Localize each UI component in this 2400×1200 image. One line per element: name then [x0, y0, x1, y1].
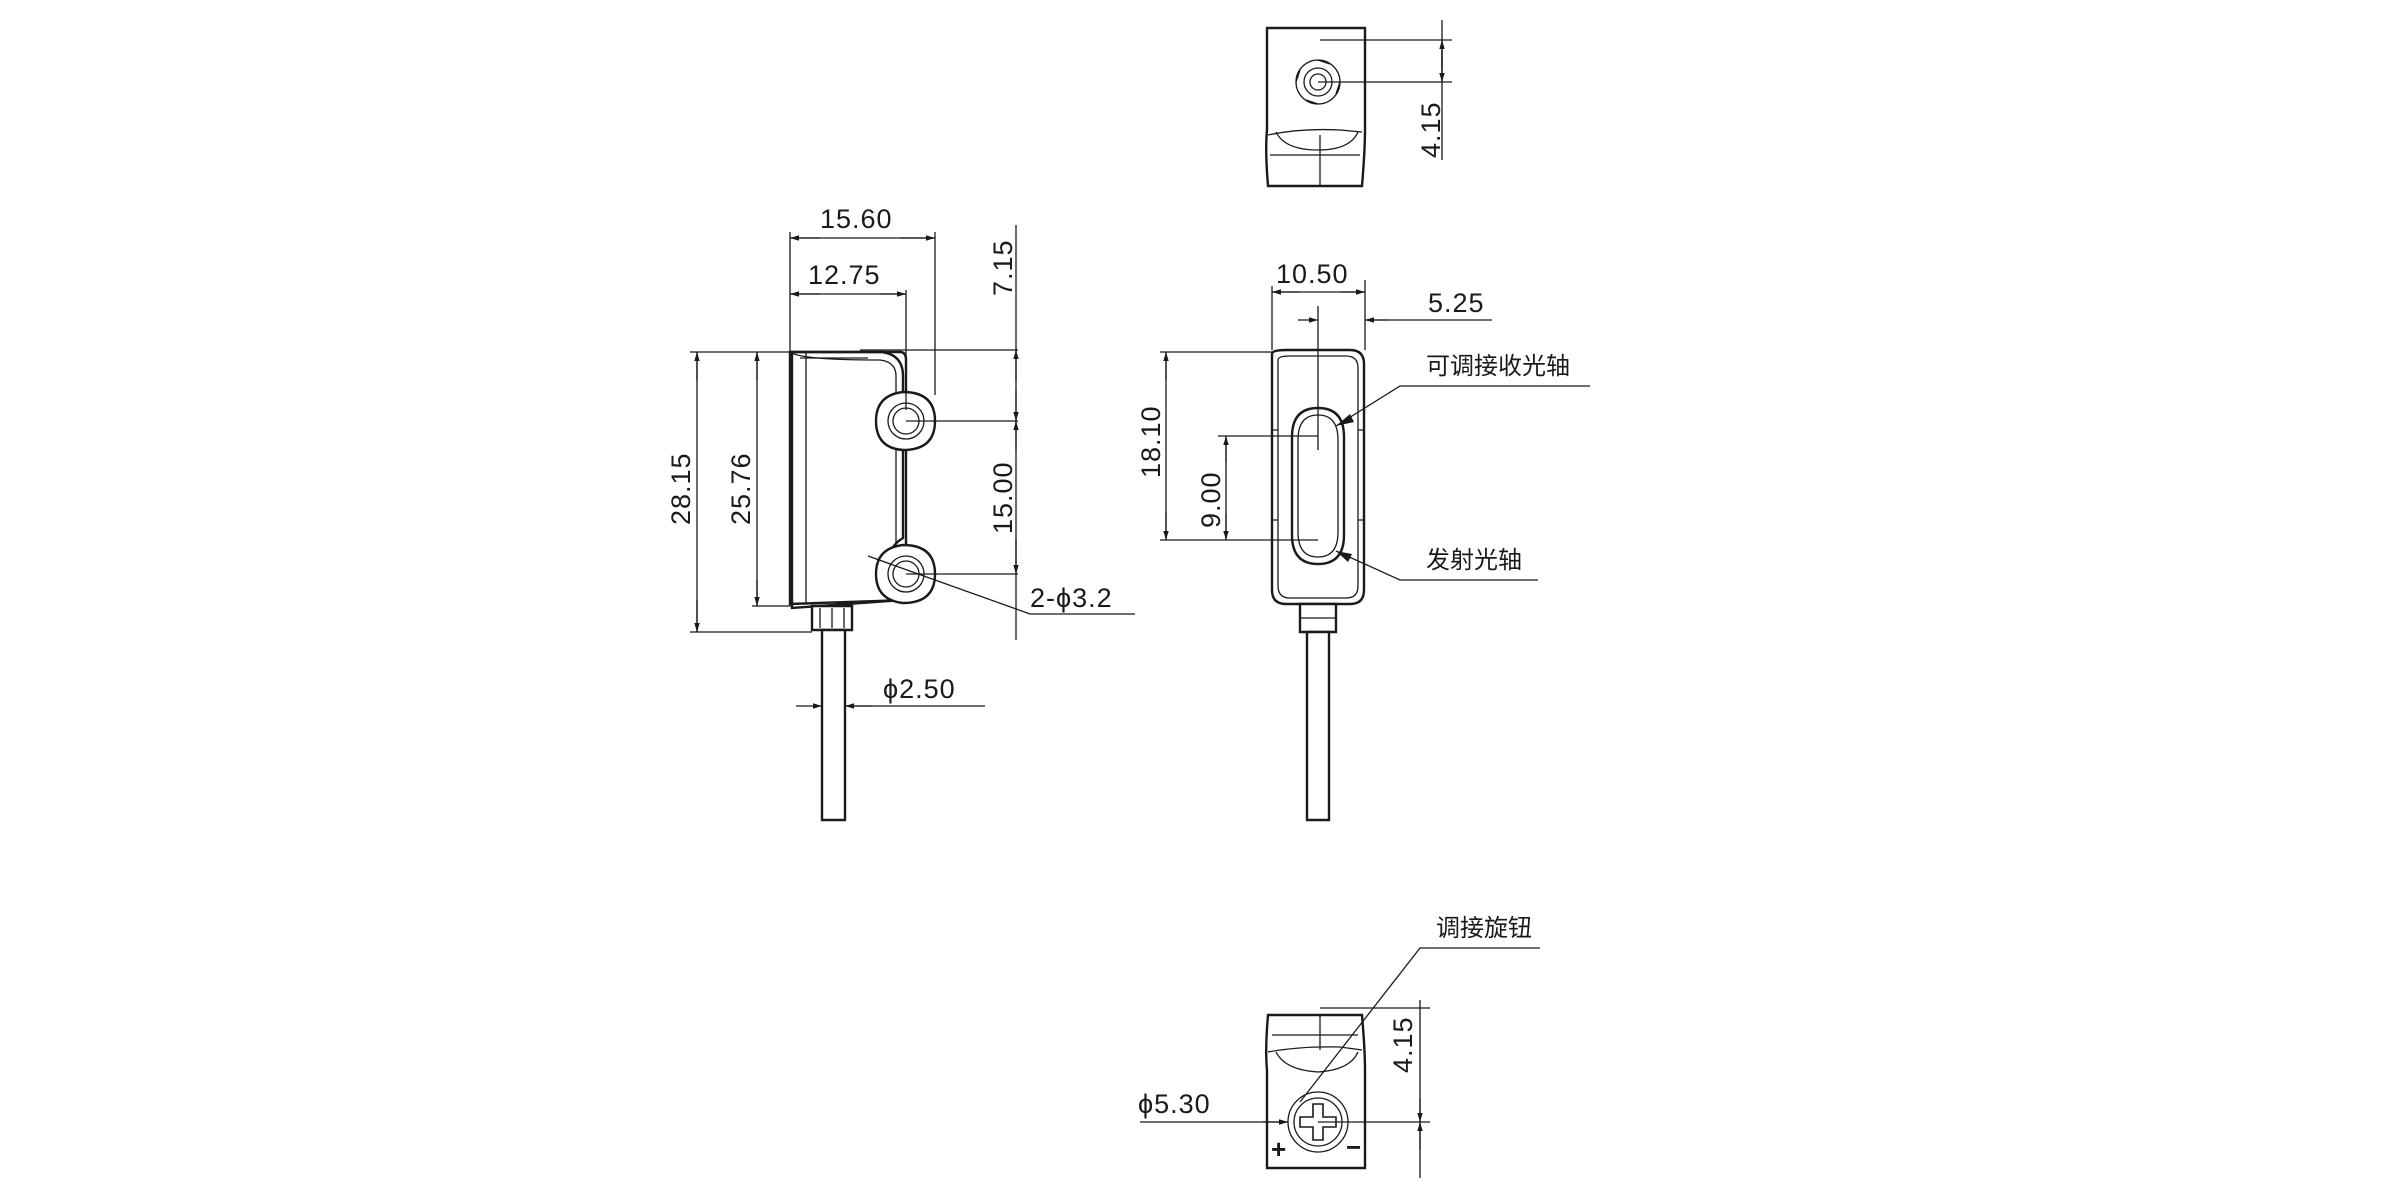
- dim-front-axis-spacing: 9.00: [1196, 471, 1226, 528]
- dim-side-top-offset: 7.15: [988, 239, 1018, 296]
- top-view: 4.15: [1265, 20, 1452, 188]
- dim-front-half-width: 5.25: [1428, 288, 1485, 318]
- front-view: 10.50 5.25 18.10 9.00 可调接收光轴 发射光轴: [1136, 259, 1590, 822]
- dim-side-body-height: 25.76: [726, 452, 756, 525]
- dim-top-offset: 4.15: [1416, 101, 1446, 158]
- dim-knob-diameter: ϕ5.30: [1138, 1089, 1211, 1119]
- dim-front-width: 10.50: [1276, 259, 1349, 289]
- label-emit-axis: 发射光轴: [1426, 546, 1522, 574]
- label-receive-axis: 可调接收光轴: [1426, 352, 1570, 380]
- side-view: 15.60 12.75 7.15 15.00 28.15 25.76 2-ϕ3.…: [666, 204, 1135, 822]
- dim-side-hole-width: 12.75: [808, 260, 881, 290]
- bottom-view: + − 4.15 ϕ5.30 调接旋钮: [1138, 914, 1540, 1178]
- dim-side-hole-spacing: 15.00: [988, 461, 1018, 534]
- dim-front-height: 18.10: [1136, 405, 1166, 478]
- dim-side-total-width: 15.60: [820, 204, 893, 234]
- knob-plus-symbol: +: [1271, 1134, 1287, 1164]
- dim-side-total-height: 28.15: [666, 452, 696, 525]
- knob-minus-symbol: −: [1346, 1132, 1362, 1162]
- front-lens-window: [1290, 406, 1346, 566]
- dim-bottom-offset: 4.15: [1388, 1016, 1418, 1073]
- label-adjust-knob: 调接旋钮: [1436, 914, 1532, 942]
- dim-cable-diameter: ϕ2.50: [883, 674, 956, 704]
- dim-mount-holes: 2-ϕ3.2: [1030, 583, 1113, 613]
